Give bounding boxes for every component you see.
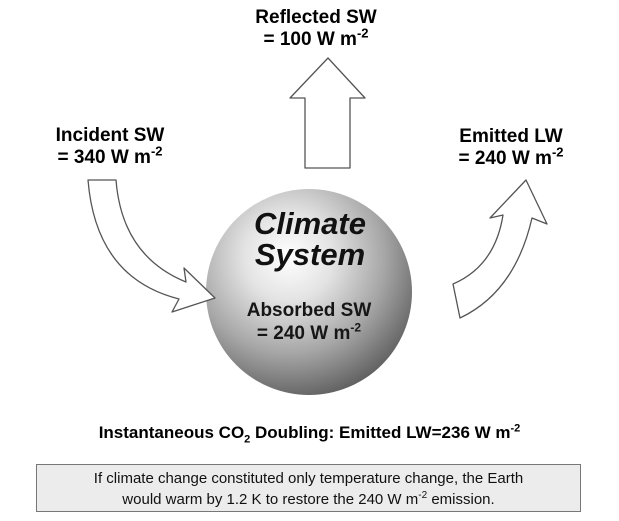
co2-doubling-caption: Instantaneous CO2 Doubling: Emitted LW=2… xyxy=(98,422,521,446)
emitted-arrow xyxy=(452,179,548,319)
absorbed-sw-value: = 240 W m-2 xyxy=(256,320,362,344)
emitted-lw-label: Emitted LW = 240 W m-2 xyxy=(436,126,586,171)
climate-system-line2: System xyxy=(254,237,366,272)
reflected-sw-title: Reflected SW xyxy=(255,7,377,28)
incident-sw-title: Incident SW xyxy=(55,125,165,146)
absorbed-sw-label: Absorbed SW = 240 W m-2 xyxy=(214,300,404,346)
climate-system-label: Climate System xyxy=(210,208,410,270)
reflected-arrow xyxy=(289,57,366,169)
note-line-1: If climate change constituted only tempe… xyxy=(93,470,524,487)
incident-sw-value: = 340 W m-2 xyxy=(57,144,163,169)
absorbed-sw-title: Absorbed SW xyxy=(246,300,372,321)
note-line-2: would warm by 1.2 K to restore the 240 W… xyxy=(122,490,495,509)
reflected-sw-label: Reflected SW = 100 W m-2 xyxy=(236,7,396,52)
emitted-lw-title: Emitted LW xyxy=(459,126,563,147)
incident-arrow xyxy=(87,179,216,313)
climate-system-line1: Climate xyxy=(254,206,366,241)
incident-sw-label: Incident SW = 340 W m-2 xyxy=(40,125,180,170)
climate-sphere xyxy=(206,189,412,395)
emitted-lw-value: = 240 W m-2 xyxy=(458,145,564,170)
reflected-sw-value: = 100 W m-2 xyxy=(263,26,369,51)
temperature-note-box: If climate change constituted only tempe… xyxy=(36,464,581,512)
